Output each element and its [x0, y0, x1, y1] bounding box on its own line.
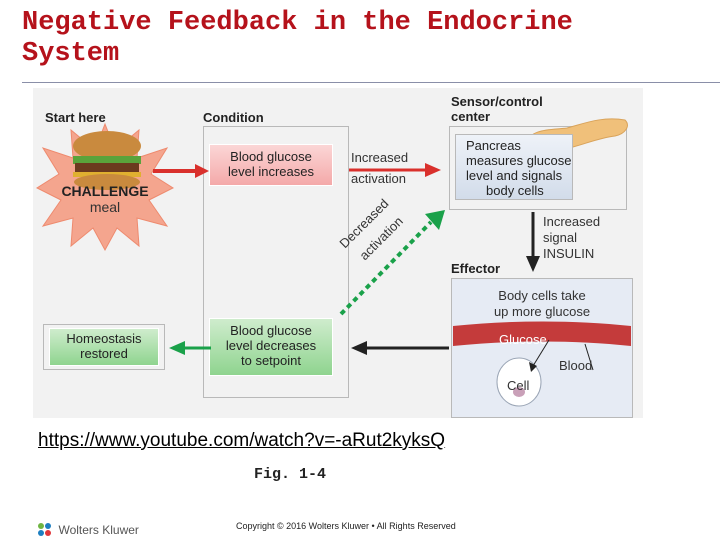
pancreas-line-1: Pancreas: [466, 138, 521, 153]
decreased-activation-arrow: [339, 210, 445, 316]
challenge-label: CHALLENGE: [61, 183, 149, 199]
logo-icon: [38, 523, 51, 536]
start-here-label: Start here: [45, 110, 106, 125]
pancreas-line-4: body cells: [486, 183, 544, 198]
blood-vessel-illustration: [453, 321, 631, 407]
effector-frame: [451, 278, 633, 418]
homeostasis-line-2: restored: [80, 346, 128, 361]
pancreas-box: Pancreas measures glucose level and sign…: [455, 134, 573, 200]
increased-activation-line-2: activation: [351, 171, 406, 186]
challenge-arrow: [153, 164, 209, 178]
sensor-label-1: Sensor/control: [451, 94, 543, 109]
insulin-arrow: [526, 212, 540, 272]
return-arrow: [351, 341, 449, 355]
glucose-increase-box: Blood glucose level increases: [209, 144, 333, 186]
insulin-line-3: INSULIN: [543, 246, 595, 261]
meal-label: meal: [89, 199, 121, 215]
insulin-line-1: Increased: [543, 214, 601, 229]
condition-column: [203, 126, 349, 398]
increased-activation-line-1: Increased: [351, 150, 409, 165]
homeostasis-box: Homeostasis restored: [49, 328, 159, 366]
figure-caption: Fig. 1-4: [253, 466, 326, 483]
homeostasis-frame: [43, 324, 165, 370]
youtube-link[interactable]: https://www.youtube.com/watch?v=-aRut2ky…: [38, 430, 446, 451]
burger-icon: [73, 131, 141, 190]
feedback-diagram: Start here Condition Sensor/control cent…: [33, 88, 643, 418]
blood-label: Blood: [559, 358, 593, 373]
glucose-label: Glucose: [499, 332, 547, 347]
glucose-decrease-box: Blood glucose level decreases to setpoin…: [209, 318, 333, 376]
increased-activation-arrow: [349, 163, 441, 177]
pancreas-line-2: measures glucose: [466, 153, 572, 168]
copyright-notice: Copyright © 2016 Wolters Kluwer • All Ri…: [236, 521, 456, 531]
title-divider: [22, 82, 720, 83]
glucose-increase-line-1: Blood glucose: [230, 149, 312, 164]
logo-text: Wolters Kluwer: [58, 523, 139, 537]
pancreas-line-3: level and signals: [466, 168, 563, 183]
body-cells-line-2: up more glucose: [493, 304, 591, 319]
homeostasis-arrow: [169, 341, 211, 355]
glucose-decrease-line-2: level decreases: [225, 338, 317, 353]
condition-label: Condition: [203, 110, 264, 125]
glucose-decrease-line-1: Blood glucose: [230, 323, 312, 338]
sensor-label-2: center: [451, 109, 491, 124]
cell-label: Cell: [507, 378, 530, 393]
glucose-increase-line-2: level increases: [228, 164, 314, 179]
effector-label: Effector: [451, 261, 501, 276]
slide-title: Negative Feedback in the Endocrine Syste…: [22, 8, 573, 69]
sensor-frame: [449, 126, 627, 210]
body-cells-line-1: Body cells take: [498, 288, 586, 303]
insulin-line-2: signal: [543, 230, 577, 245]
homeostasis-line-1: Homeostasis: [66, 331, 142, 346]
glucose-decrease-line-3: to setpoint: [241, 353, 301, 368]
wolters-kluwer-logo: Wolters Kluwer: [36, 521, 139, 539]
